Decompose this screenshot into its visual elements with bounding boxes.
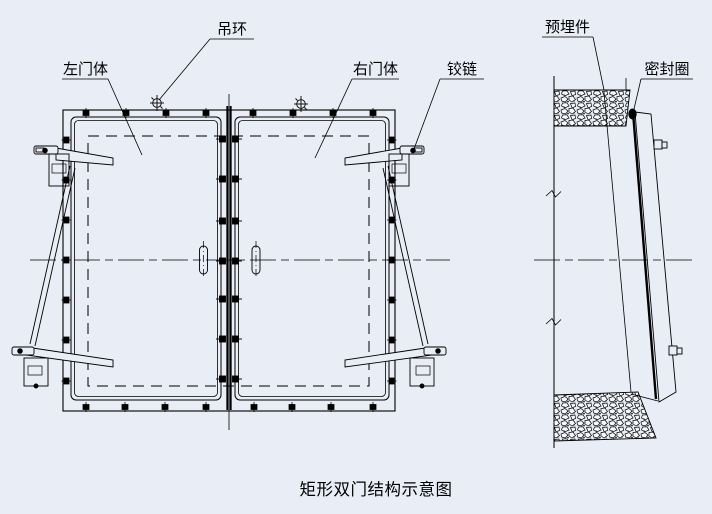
bottom-edge-bolts — [82, 402, 377, 412]
hinge-bottom-right — [344, 346, 447, 389]
hinge-top-left — [29, 145, 114, 347]
drawing-caption: 矩形双门结构示意图 — [300, 480, 453, 499]
leader-embedded-part — [542, 36, 605, 91]
door-knob-lower — [668, 345, 683, 356]
leader-hinge — [413, 78, 484, 150]
front-view — [11, 94, 450, 430]
label-hinge: 铰链 — [447, 60, 477, 78]
seal-ring-section — [628, 108, 637, 120]
embedded-part-bottom — [553, 391, 657, 442]
top-edge-bolts — [82, 108, 377, 118]
hinge-bottom-left — [11, 346, 114, 389]
center-clamps — [216, 135, 242, 383]
hinge-top-right — [344, 145, 429, 347]
lifting-ring-icon — [294, 96, 308, 112]
label-left-door: 左门体 — [63, 60, 108, 78]
embedded-part-top — [553, 89, 631, 127]
door-handles — [199, 241, 261, 279]
leader-left-door — [62, 78, 143, 156]
label-embedded-part: 预埋件 — [545, 18, 590, 36]
side-view — [534, 76, 694, 448]
annotations: 左门体 吊环 右门体 铰链 预埋件 密封圈 — [62, 18, 693, 499]
leader-seal-ring — [633, 78, 693, 110]
seal-dashed-line — [87, 135, 370, 387]
door-knob-upper — [653, 139, 668, 150]
door-meeting-strip — [226, 106, 232, 410]
door-leaf-section — [603, 91, 677, 403]
label-right-door: 右门体 — [353, 60, 398, 78]
break-symbol — [545, 317, 562, 326]
leader-lifting-ring — [158, 38, 254, 101]
lifting-ring-icon — [150, 95, 164, 111]
break-symbol — [545, 189, 562, 198]
leader-right-door — [314, 78, 399, 159]
label-lifting-ring: 吊环 — [217, 20, 247, 38]
label-seal-ring: 密封圈 — [644, 60, 689, 78]
